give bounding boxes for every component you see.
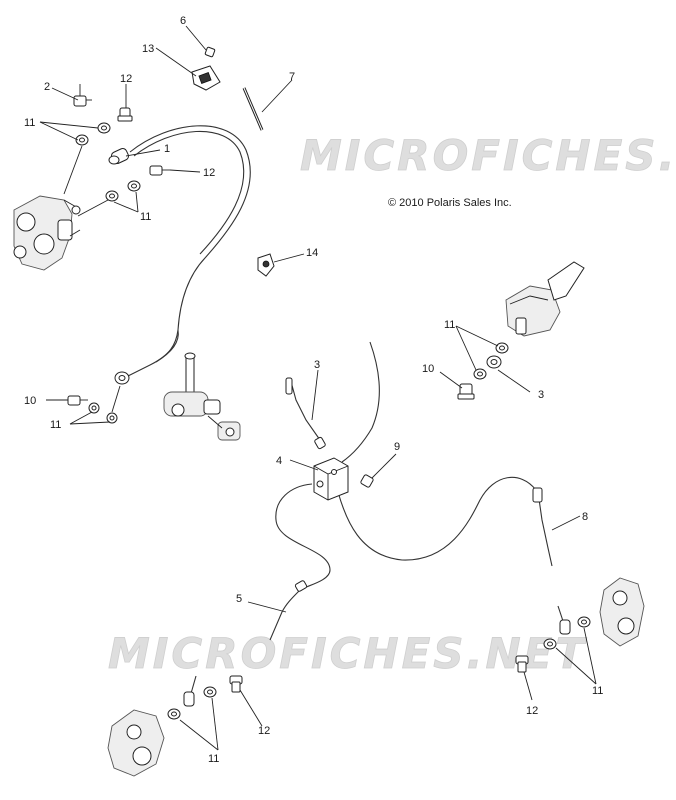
- part-11-washers-caliper: [105, 180, 141, 202]
- part-11-washers-top: [75, 122, 111, 146]
- part-1-hose-banjo: [108, 147, 129, 165]
- hose-main-upper-outer: [133, 130, 245, 255]
- part-10-bolt-left: [67, 395, 88, 406]
- callout-14: 14: [306, 247, 318, 259]
- rear-left-caliper: [107, 691, 195, 777]
- callout-1: 1: [164, 143, 170, 155]
- part-13-clip: [191, 65, 221, 91]
- part-3-line-fitting: [285, 377, 326, 450]
- callout-2: 2: [44, 81, 50, 93]
- part-9-bolt: [360, 474, 374, 488]
- hose-master-outlet: [155, 329, 179, 363]
- callout-12-top: 12: [120, 73, 132, 85]
- callout-3-upper: 3: [314, 359, 320, 371]
- callout-3-right: 3: [538, 389, 544, 401]
- callout-11-right: 11: [444, 319, 455, 331]
- part-10-bolt-right: [457, 383, 475, 400]
- part-12-bolt-bottom-right: [515, 655, 529, 673]
- callout-5: 5: [236, 593, 242, 605]
- left-banjo-fitting: [114, 371, 130, 385]
- part-11-washers-left: [88, 402, 118, 424]
- part-5-line-fitting: [294, 580, 308, 592]
- part-11-washers-right-rear: [543, 616, 591, 650]
- part-14-clamp: [257, 253, 275, 277]
- callout-11-top: 11: [24, 117, 35, 129]
- callout-11-left-rear: 11: [208, 753, 219, 765]
- callout-8: 8: [582, 511, 588, 523]
- callout-12-bottom-right: 12: [526, 705, 538, 717]
- part-11-washers-right: [473, 342, 509, 380]
- part-12-bolt-top: [117, 107, 133, 122]
- hose-block-left: [275, 483, 331, 589]
- part-2-banjo-fitting: [73, 84, 92, 107]
- hose-line-5: [269, 589, 301, 641]
- callout-13: 13: [142, 43, 154, 55]
- callout-11-right-rear: 11: [592, 685, 603, 697]
- part-8-line-fitting: [532, 487, 543, 503]
- callout-4: 4: [276, 455, 282, 467]
- part-7-rod: [242, 87, 264, 131]
- master-cylinder-right: [505, 261, 585, 337]
- hose-line-3b: [341, 341, 380, 463]
- callout-9: 9: [394, 441, 400, 453]
- callout-10-right: 10: [422, 363, 434, 375]
- part-12-bolt-mid: [149, 165, 170, 176]
- callout-12-mid: 12: [203, 167, 215, 179]
- callout-11-left: 11: [50, 419, 61, 431]
- copyright-text: © 2010 Polaris Sales Inc.: [388, 197, 512, 209]
- watermark-bottom: MICROFICHES.NET: [108, 629, 587, 678]
- leader-lines: [39, 25, 597, 751]
- hose-line-8: [537, 491, 553, 567]
- front-left-caliper: [13, 195, 81, 271]
- part-12-bolt-bottom-left: [229, 675, 243, 693]
- part-3-banjo-right: [486, 355, 502, 369]
- hose-block-right: [337, 476, 537, 561]
- rear-right-caliper: [559, 577, 645, 647]
- watermark-top: MICROFICHES.NET: [300, 131, 676, 180]
- callout-labels: 6 13 7 2 12 11 1 12 11 14 3 4 9 11 10 3 …: [24, 15, 603, 765]
- callout-11-caliper: 11: [140, 211, 151, 223]
- part-4-distribution-block: [313, 457, 349, 501]
- hose-line-3: [289, 377, 321, 441]
- callout-10-left: 10: [24, 395, 36, 407]
- master-cylinder-left: [163, 352, 241, 441]
- part-11-washers-left-rear: [167, 686, 217, 720]
- callout-12-bottom-left: 12: [258, 725, 270, 737]
- hose-main-upper: [127, 125, 251, 377]
- brake-hose-lines: [127, 125, 567, 703]
- part-6-screw: [204, 46, 216, 58]
- callout-6: 6: [180, 15, 186, 27]
- callout-7: 7: [289, 71, 295, 83]
